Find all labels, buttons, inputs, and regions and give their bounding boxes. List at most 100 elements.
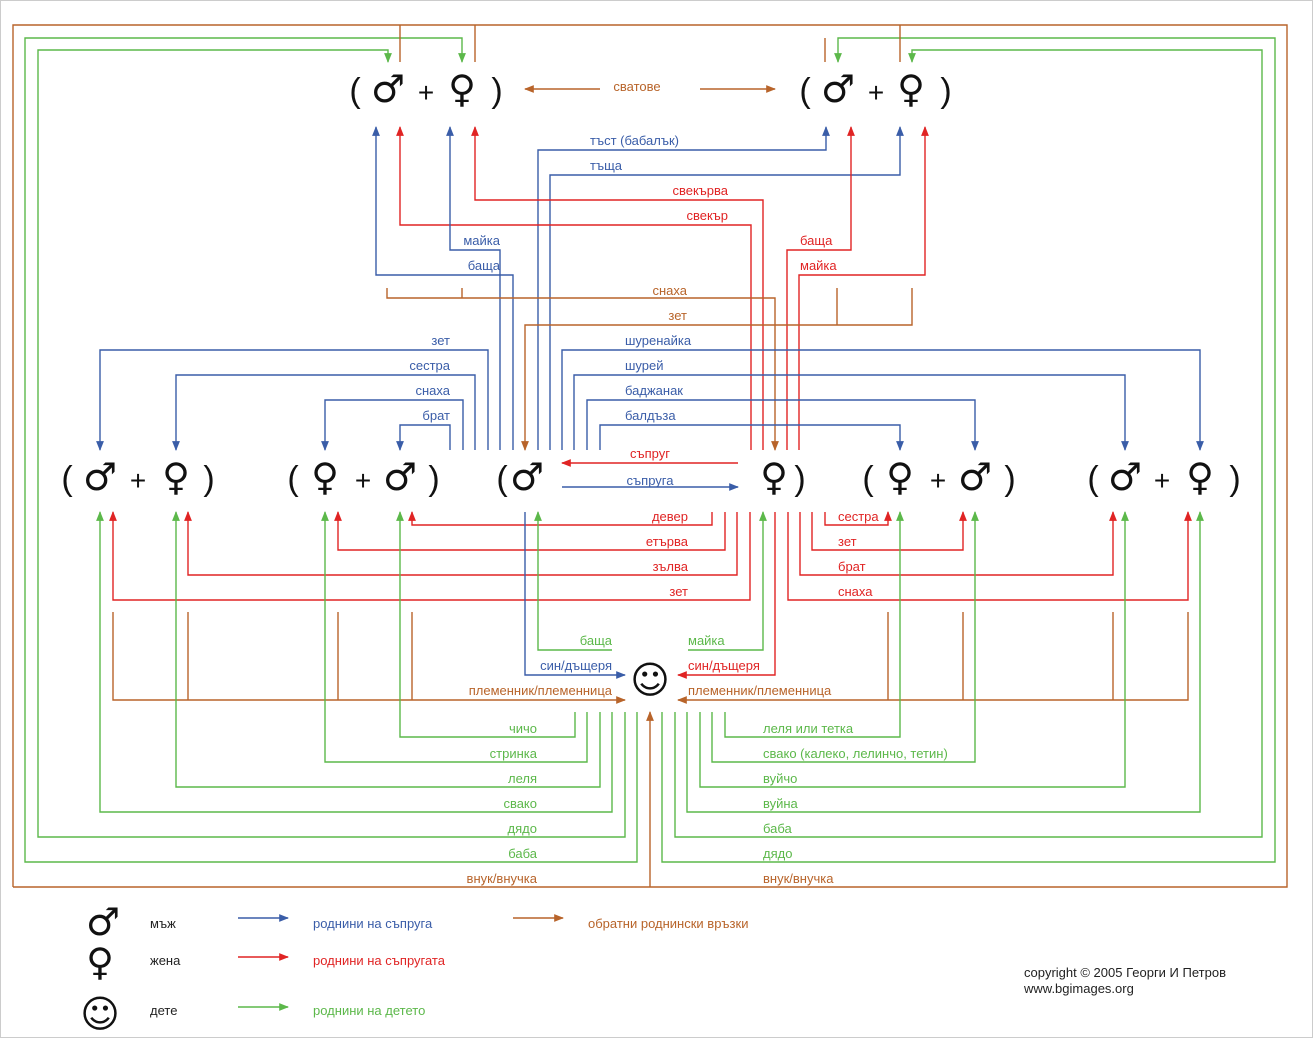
symbol-open: ( xyxy=(287,460,299,498)
male-symbol-icon: ♂ xyxy=(371,67,405,111)
relation-label-badzhanak: баджанак xyxy=(625,383,683,398)
child-smiley-icon: ☺ xyxy=(630,658,670,702)
female-symbol-icon: ♀ xyxy=(311,455,339,499)
legend-brown: обратни роднински връзки xyxy=(588,916,748,931)
relation-label-svatove: сватове xyxy=(613,79,660,94)
line-vuycho xyxy=(699,511,1129,788)
symbol-close: ) xyxy=(794,460,805,498)
relation-label-bashta-h: баща xyxy=(468,258,501,273)
male-symbol-icon: ♂ xyxy=(83,455,117,499)
line-zet-w2 xyxy=(811,511,967,551)
female-symbol-icon: ♀ xyxy=(760,455,788,499)
line-etarva xyxy=(334,511,726,551)
relation-label-vnuk-r: внук/внучка xyxy=(763,871,834,886)
line-tashta xyxy=(549,126,904,450)
line-dever xyxy=(408,511,713,526)
line-mayka-w xyxy=(798,126,929,450)
relation-label-sestra-h: сестра xyxy=(409,358,450,373)
relation-label-brat-w: брат xyxy=(838,559,866,574)
relation-label-bashta-c: баща xyxy=(580,633,613,648)
symbol-plus: + xyxy=(1154,465,1170,496)
symbol-open: ( xyxy=(862,460,874,498)
relation-label-baba-r: баба xyxy=(763,821,793,836)
relation-label-svako: свако xyxy=(503,796,537,811)
line-plem-r xyxy=(677,612,1189,704)
symbol-plus: + xyxy=(355,465,371,496)
legend-female: жена xyxy=(150,953,181,968)
symbol-close: ) xyxy=(1004,460,1015,498)
line-zet-h xyxy=(96,349,489,451)
line-mayka-c xyxy=(688,511,767,651)
child-smiley-icon: ☺ xyxy=(80,992,120,1036)
relation-label-shurey: шурей xyxy=(625,358,664,373)
line-chicho xyxy=(396,511,576,738)
relation-label-dever: девер xyxy=(652,509,688,524)
symbol-close: ) xyxy=(203,460,214,498)
line-snaha-w xyxy=(787,511,1192,601)
relation-label-plem-r: племенник/племенница xyxy=(688,683,832,698)
male-symbol-icon: ♂ xyxy=(86,900,120,944)
symbol-plus: + xyxy=(130,465,146,496)
line-svekar xyxy=(396,126,752,450)
relation-label-zet-w: зет xyxy=(669,584,688,599)
symbol-open: ( xyxy=(1087,460,1099,498)
female-symbol-icon: ♀ xyxy=(448,67,476,111)
line-shurenayka xyxy=(561,349,1204,451)
relation-label-zalva: зълва xyxy=(653,559,689,574)
relation-label-dyado-l: дядо xyxy=(508,821,537,836)
line-outer xyxy=(12,24,1288,888)
legend-child: дете xyxy=(150,1003,177,1018)
female-symbol-icon: ♀ xyxy=(162,455,190,499)
line-strinka xyxy=(321,511,588,763)
relation-label-svako-r: свако (калеко, лелинчо, тетин) xyxy=(763,746,948,761)
line-baba-l xyxy=(24,37,638,863)
line-zet-w xyxy=(109,511,751,601)
relation-label-lelya-tetka: леля или тетка xyxy=(763,721,854,736)
symbol-close: ) xyxy=(940,72,951,110)
line-sin-r xyxy=(677,512,776,679)
relation-label-mayka-h: майка xyxy=(463,233,500,248)
relation-label-bashta-w: баща xyxy=(800,233,833,248)
symbol-open: ( xyxy=(61,460,73,498)
copyright-line2: www.bgimages.org xyxy=(1023,981,1134,996)
line-plem-l xyxy=(112,612,626,704)
relation-label-shurenayka: шуренайка xyxy=(625,333,692,348)
relation-label-tast: тъст (бабалък) xyxy=(590,133,679,148)
legend-red: роднини на съпругата xyxy=(313,953,446,968)
relation-label-sapruga-label: съпруг xyxy=(630,446,670,461)
relation-label-snaha-top: снаха xyxy=(653,283,688,298)
line-sestra-w xyxy=(824,511,892,526)
male-symbol-icon: ♂ xyxy=(958,455,992,499)
copyright-line1: copyright © 2005 Георги И Петров xyxy=(1024,965,1226,980)
relation-label-vuycho: вуйчо xyxy=(763,771,797,786)
relation-label-mayka-c: майка xyxy=(688,633,725,648)
line-mayka-h xyxy=(446,126,501,450)
relation-label-snaha-h: снаха xyxy=(416,383,451,398)
female-symbol-icon: ♀ xyxy=(897,67,925,111)
line-dyado-l xyxy=(37,49,626,838)
line-lelya-tetka xyxy=(724,511,904,738)
symbol-plus: + xyxy=(868,77,884,108)
relation-label-zet-top: зет xyxy=(668,308,687,323)
symbol-plus: + xyxy=(930,465,946,496)
line-baldaza xyxy=(599,424,904,451)
line-lelya xyxy=(172,511,601,788)
line-sin-l xyxy=(524,512,626,679)
line-bashta-c xyxy=(534,511,612,651)
line-shurey xyxy=(573,374,1129,451)
relation-label-svekarva: свекърва xyxy=(672,183,728,198)
legend-green: роднини на детето xyxy=(313,1003,425,1018)
relation-label-lelya: леля xyxy=(508,771,537,786)
line-brat-w xyxy=(799,511,1117,576)
legend-blue: роднини на съпруга xyxy=(313,916,433,931)
line-baba-r xyxy=(674,49,1263,838)
relation-label-sin-r: син/дъщеря xyxy=(688,658,760,673)
symbol-close: ) xyxy=(1229,460,1240,498)
relation-label-brat-h: брат xyxy=(422,408,450,423)
line-snaha-top xyxy=(386,288,779,451)
relation-label-strinka: стринка xyxy=(490,746,538,761)
legend-male: мъж xyxy=(150,916,176,931)
male-symbol-icon: ♂ xyxy=(510,455,544,499)
female-symbol-icon: ♀ xyxy=(1186,455,1214,499)
